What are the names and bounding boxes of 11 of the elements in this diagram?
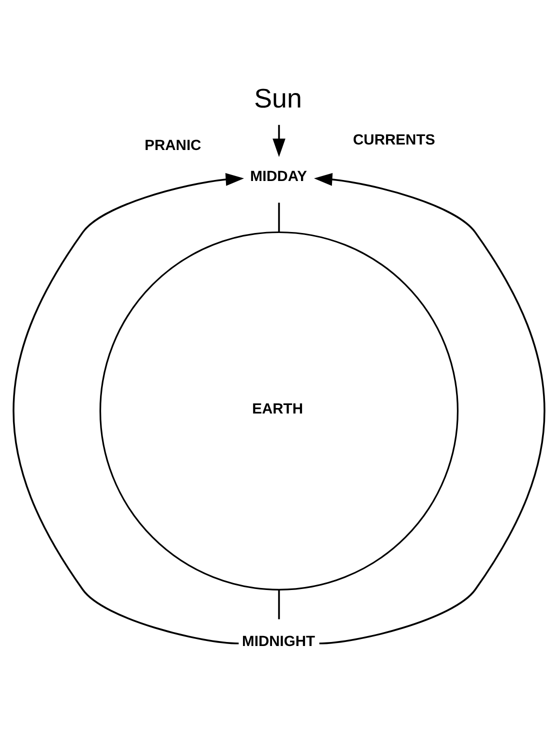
edge-label: CURRENTS — [353, 132, 436, 149]
connector — [278, 590, 280, 620]
node-text: MIDDAY — [250, 168, 308, 185]
arrow — [272, 124, 286, 157]
arrow — [314, 173, 546, 644]
node-text: MIDNIGHT — [242, 634, 316, 650]
arrow — [12, 173, 244, 644]
node-text: Sun — [254, 83, 302, 114]
connector — [278, 202, 280, 232]
node-circle: EARTH — [99, 231, 459, 590]
edge-label: PRANIC — [144, 138, 202, 154]
